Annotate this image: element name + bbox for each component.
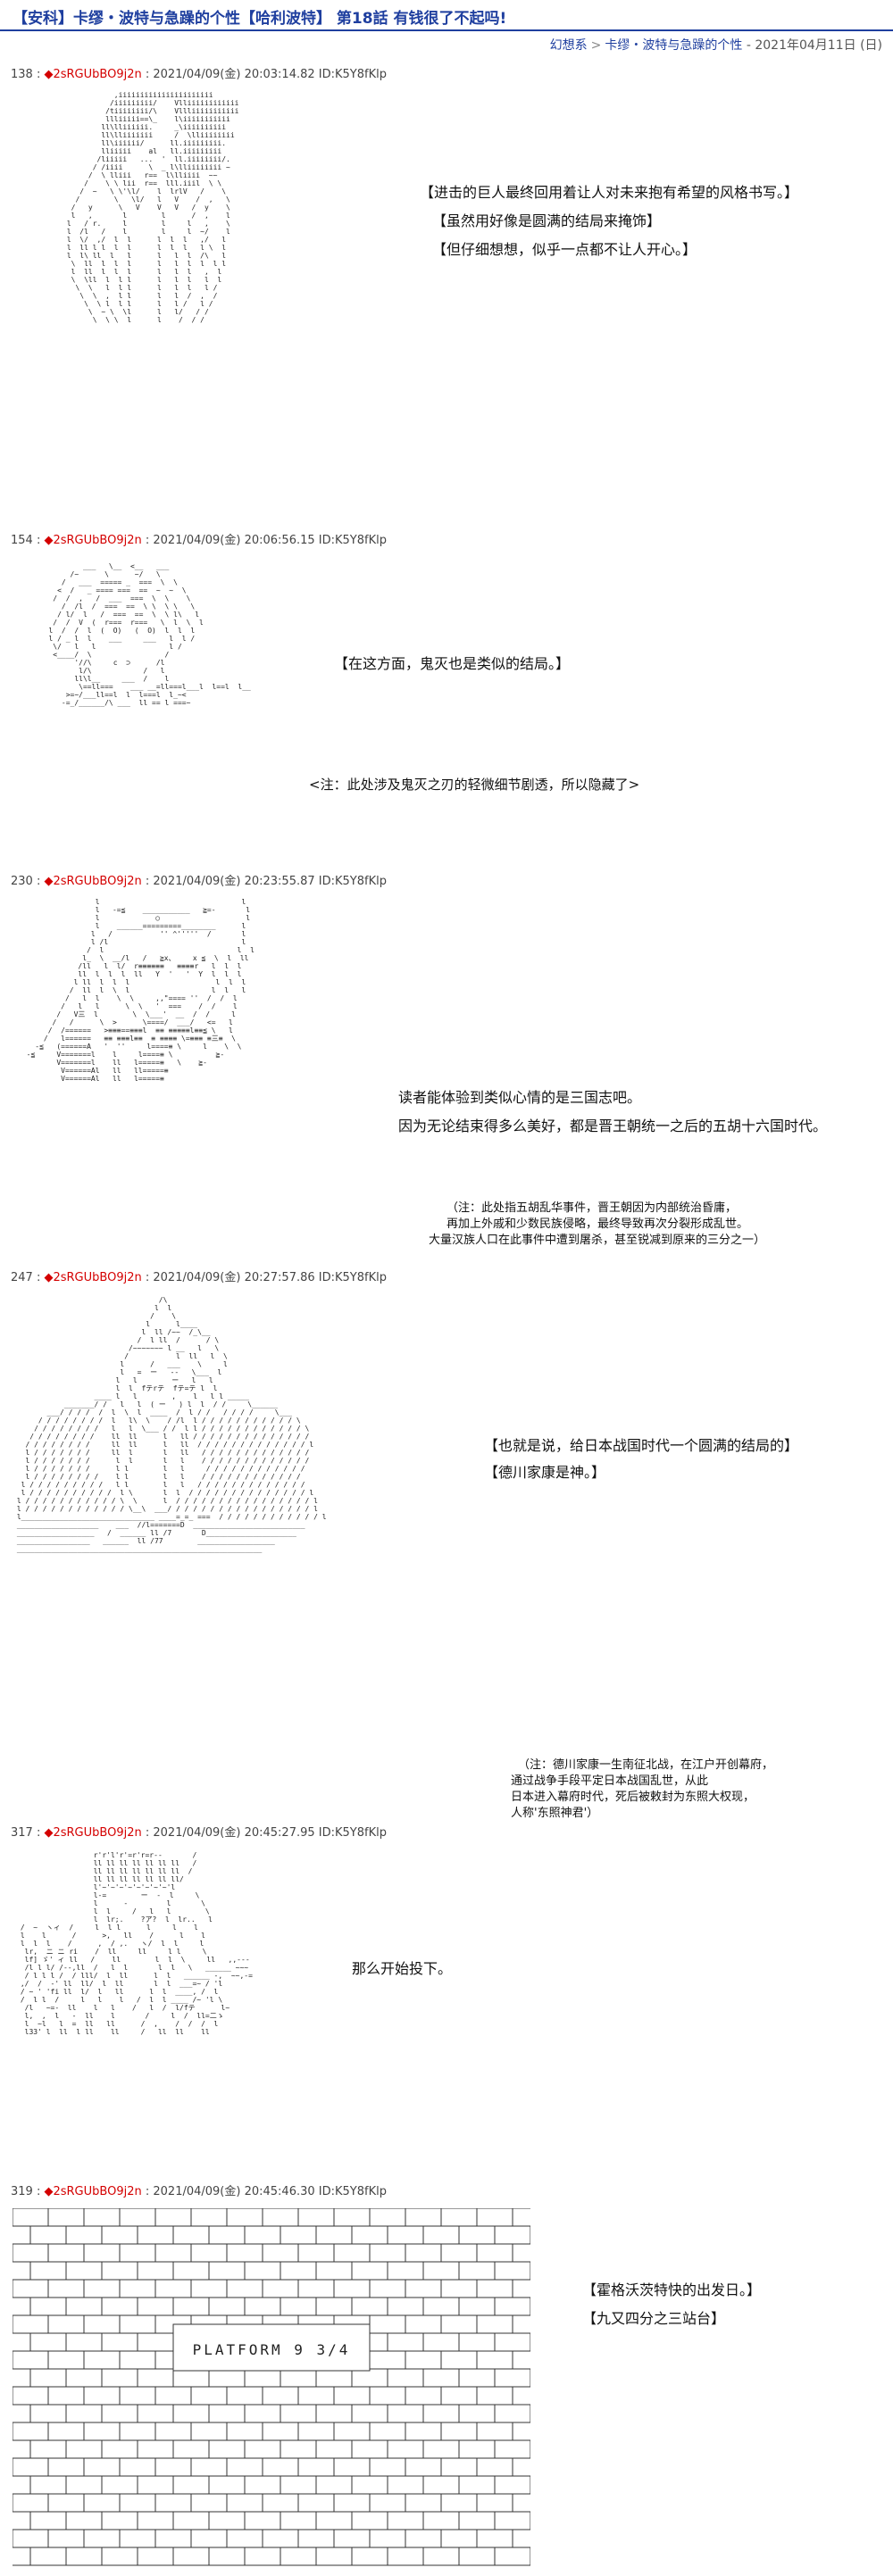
poster-name[interactable]: ◆2sRGUbBO9j2n [44,875,142,888]
post-247: 247 : ◆2sRGUbBO9j2n : 2021/04/09(金) 20:2… [0,1267,893,1821]
page-title: 【安科】卡缪・波特与急躁的个性【哈利波特】 第18話 有钱很了不起吗! [13,10,507,28]
post-header: 317 : ◆2sRGUbBO9j2n : 2021/04/09(金) 20:4… [11,1826,387,1840]
post-138: 138 : ◆2sRGUbBO9j2n : 2021/04/09(金) 20:0… [0,64,893,528]
dialogue-line: 【德川家康是神。】 [484,1464,606,1481]
page-header: 【安科】卡缪・波特与急躁的个性【哈利波特】 第18話 有钱很了不起吗! [0,0,893,34]
post-header: 138 : ◆2sRGUbBO9j2n : 2021/04/09(金) 20:0… [11,68,387,81]
note-line: 再加上外戚和少数民族侵略，最终导致再次分裂形成乱世。 [446,1217,749,1231]
post-date: 2021/04/09(金) 20:45:27.95 ID:K5Y8fKlp [153,1826,387,1840]
poster-name[interactable]: ◆2sRGUbBO9j2n [44,1826,142,1840]
post-header: 230 : ◆2sRGUbBO9j2n : 2021/04/09(金) 20:2… [11,875,387,888]
post-header: 319 : ◆2sRGUbBO9j2n : 2021/04/09(金) 20:4… [11,2185,387,2198]
brick-wall-illustration: PLATFORM 9 3/4 [13,2208,530,2566]
dialogue-line: 那么开始投下。 [352,1960,453,1977]
post-date: 2021/04/09(金) 20:27:57.86 ID:K5Y8fKlp [153,1271,387,1284]
dialogue-line: 【也就是说，给日本战国时代一个圆满的结局的】 [484,1437,799,1454]
dialogue-line: 【但仔细想想，似乎一点都不让人开心。】 [432,241,697,258]
note-line: 日本进入幕府时代，死后被敕封为东照大权现， [511,1791,755,1804]
ascii-art-figure-tokugawa: /\ l l / \ l l____ l ll /~~ /_\__ [16,1296,327,1553]
ascii-art-figure-titan: ,iiiiiiiiiiiiiiiiiiiiii /iiiiiiiii/ Vlli… [66,91,239,324]
breadcrumb-category-link[interactable]: 幻想系 [549,38,588,53]
dialogue-line: 因为无论结束得多么美好，都是晋王朝统一之后的五胡十六国时代。 [398,1118,828,1134]
post-number: 154 [11,534,33,547]
note-line: 通过战争手段平定日本战国乱世，从此 [511,1774,709,1788]
post-date: 2021/04/09(金) 20:06:56.15 ID:K5Y8fKlp [153,534,387,547]
dialogue-line: 【霍格沃茨特快的出发日。】 [582,2281,762,2298]
poster-name[interactable]: ◆2sRGUbBO9j2n [44,2185,142,2198]
dialogue-line: 【虽然用好像是圆满的结局来掩饰】 [432,212,662,229]
note-line: （注：德川家康一生南征北战，在江户开创幕府， [518,1758,774,1772]
post-317: 317 : ◆2sRGUbBO9j2n : 2021/04/09(金) 20:4… [0,1823,893,2180]
poster-name[interactable]: ◆2sRGUbBO9j2n [44,68,142,81]
poster-name[interactable]: ◆2sRGUbBO9j2n [44,534,142,547]
note-line: （注：此处指五胡乱华事件，晋王朝因为内部统治昏庸， [446,1201,738,1215]
post-date: 2021/04/09(金) 20:23:55.87 ID:K5Y8fKlp [153,875,387,888]
post-number: 247 [11,1271,33,1284]
breadcrumb: 幻想系>卡缪・波特与急躁的个性 - 2021年04月11日 (日) [550,36,882,54]
post-number: 319 [11,2185,33,2198]
ascii-art-figure-scholar: l l l -=≦ ___________ ≧=- l l ○ l l ____… [26,898,255,1083]
note-line: 大量汉族人口在此事件中遭到屠杀，甚至锐减到原来的三分之一） [429,1234,766,1247]
post-date: 2021/04/09(金) 20:03:14.82 ID:K5Y8fKlp [153,68,387,81]
post-header: 154 : ◆2sRGUbBO9j2n : 2021/04/09(金) 20:0… [11,534,387,547]
note-line: <注：此处涉及鬼灭之刃的轻微细节剧透，所以隐藏了> [309,777,640,793]
header-divider [0,29,893,31]
dialogue-line: 读者能体验到类似心情的是三国志吧。 [398,1089,642,1106]
ascii-art-figure-demon-slayer: ___ \__ <__ ___ /~ \ ~/ \ / ___ ===== _ … [48,562,251,707]
poster-name[interactable]: ◆2sRGUbBO9j2n [44,1271,142,1284]
post-date: 2021/04/09(金) 20:45:46.30 ID:K5Y8fKlp [153,2185,387,2198]
breadcrumb-separator: > [590,38,602,53]
breadcrumb-series-link[interactable]: 卡缪・波特与急躁的个性 [605,38,743,53]
post-number: 317 [11,1826,33,1840]
note-line: 人称'东照神君'） [511,1807,599,1820]
post-header: 247 : ◆2sRGUbBO9j2n : 2021/04/09(金) 20:2… [11,1271,387,1284]
platform-sign-text: PLATFORM 9 3/4 [193,2341,351,2358]
dialogue-line: 【在这方面，鬼灭也是类似的结局。】 [334,655,571,672]
dialogue-line: 【九又四分之三站台】 [582,2310,726,2327]
post-number: 138 [11,68,33,81]
post-number: 230 [11,875,33,888]
platform-sign [172,2323,371,2372]
post-230: 230 : ◆2sRGUbBO9j2n : 2021/04/09(金) 20:2… [0,871,893,1264]
publish-date: - 2021年04月11日 (日) [746,38,882,53]
post-319: 319 : ◆2sRGUbBO9j2n : 2021/04/09(金) 20:4… [0,2181,893,2576]
post-154: 154 : ◆2sRGUbBO9j2n : 2021/04/09(金) 20:0… [0,530,893,869]
ascii-art-figure-pointing: r'r'l'r'=r'r=r-- / ll ll ll ll ll ll ll … [20,1851,253,2036]
dialogue-line: 【进击的巨人最终回用着让人对未来抱有希望的风格书写。】 [420,184,799,201]
